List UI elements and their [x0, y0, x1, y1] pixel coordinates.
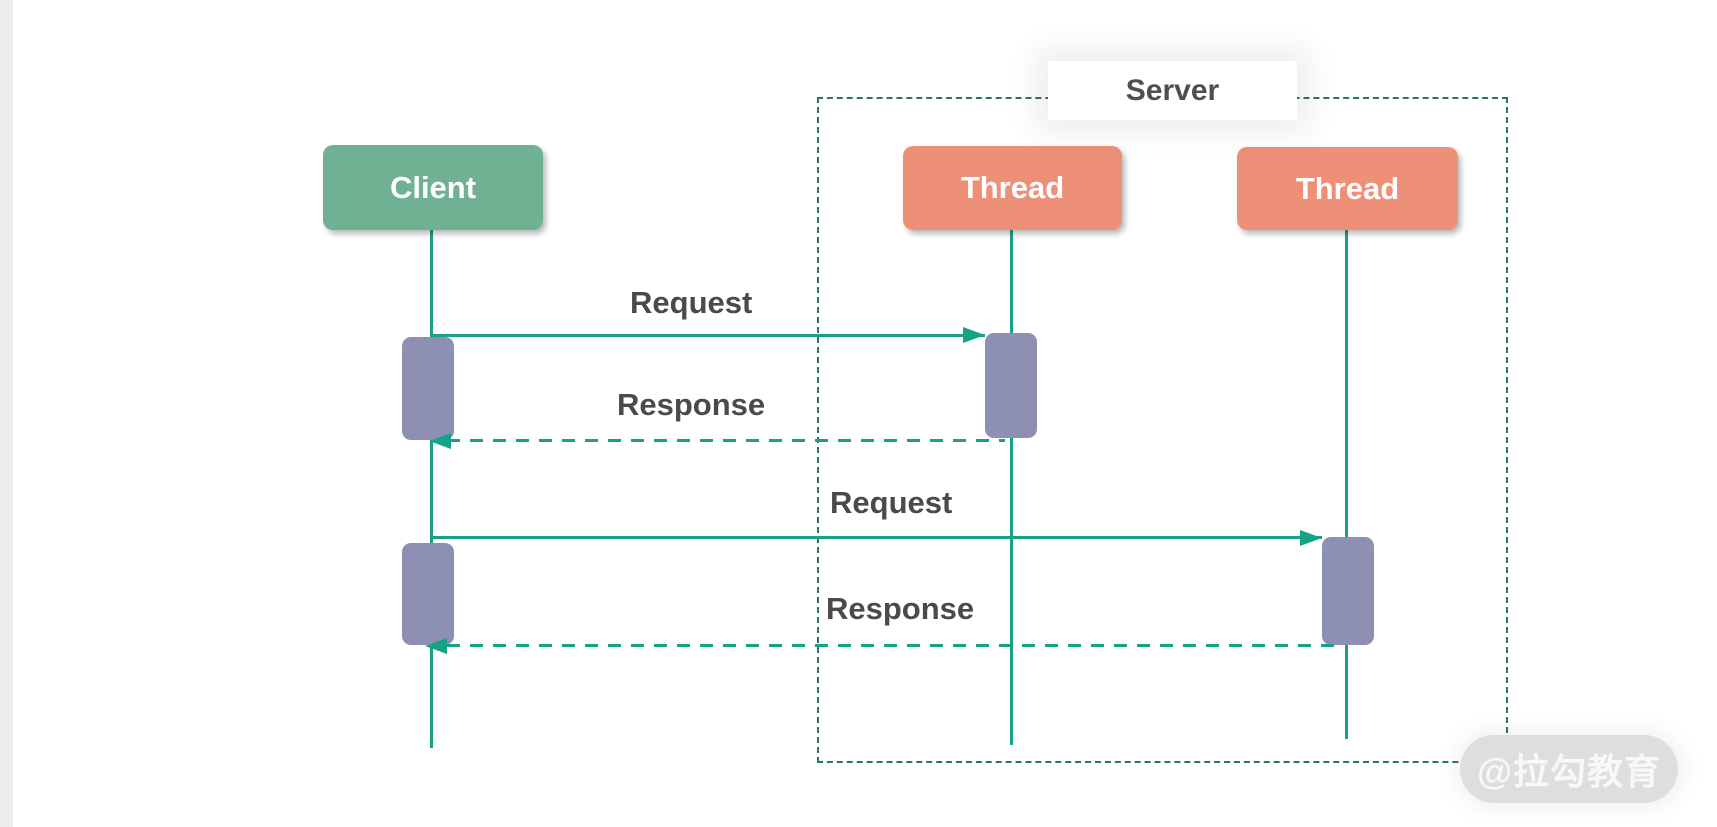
lifeline-thread-1 [1010, 230, 1013, 745]
message-label-request-2: Request [830, 485, 953, 520]
server-frame-label: Server [1125, 73, 1220, 107]
message-label-response-2: Response [826, 591, 975, 626]
arrowhead-right-icon [963, 327, 985, 343]
actor-box-thread-2: Thread [1237, 147, 1458, 230]
message-line-response-1 [447, 439, 1005, 442]
page-edge-strip [0, 0, 13, 827]
activation-bar-thread-1 [985, 333, 1037, 438]
message-line-request-1 [431, 334, 985, 337]
actor-box-thread-1: Thread [903, 146, 1122, 230]
actor-box-client: Client [323, 145, 543, 230]
message-label-request-1: Request [630, 285, 753, 320]
activation-bar-client-2 [402, 543, 454, 645]
activation-bar-thread-2 [1322, 537, 1374, 645]
arrowhead-left-icon [425, 638, 447, 654]
actor-client-label: Client [389, 169, 477, 205]
lifeline-thread-2 [1345, 230, 1348, 739]
activation-bar-client-1 [402, 337, 454, 440]
server-frame-title: Server [1048, 61, 1297, 120]
actor-thread-1-label: Thread [960, 170, 1065, 205]
watermark-badge: @拉勾教育 [1460, 735, 1678, 803]
arrowhead-right-icon [1300, 530, 1322, 546]
arrowhead-left-icon [429, 433, 451, 449]
actor-thread-2-label: Thread [1295, 170, 1400, 206]
watermark-text: @拉勾教育 [1476, 751, 1662, 792]
message-line-request-2 [431, 536, 1322, 539]
message-line-response-2 [447, 644, 1340, 647]
lifeline-client [430, 230, 433, 748]
message-label-response-1: Response [617, 387, 766, 422]
